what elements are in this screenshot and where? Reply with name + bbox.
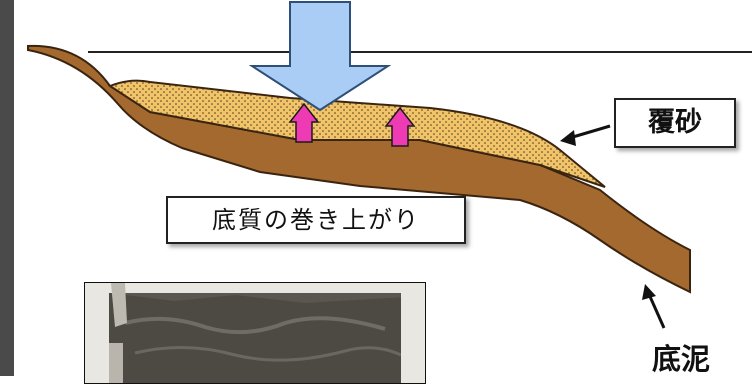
upward-arrow-icon: [288, 102, 320, 143]
cover-sand-label: 覆砂: [614, 98, 736, 148]
cross-section-diagram: [27, 1, 752, 329]
bottom-mud-label: 底泥: [652, 342, 711, 376]
left-edge-strip: [0, 0, 14, 376]
pointer-arrowhead-icon: [560, 130, 576, 146]
pointer-arrowhead-icon: [642, 284, 656, 300]
cover-sand-dots: [110, 80, 605, 187]
upward-arrow-icon: [384, 106, 416, 147]
sediment-sample-photo: [84, 282, 426, 384]
pointer-arrow-icon: [646, 291, 666, 329]
large-down-arrow-icon: [248, 1, 392, 112]
resuspension-label: 底質の巻き上がり: [166, 196, 466, 244]
